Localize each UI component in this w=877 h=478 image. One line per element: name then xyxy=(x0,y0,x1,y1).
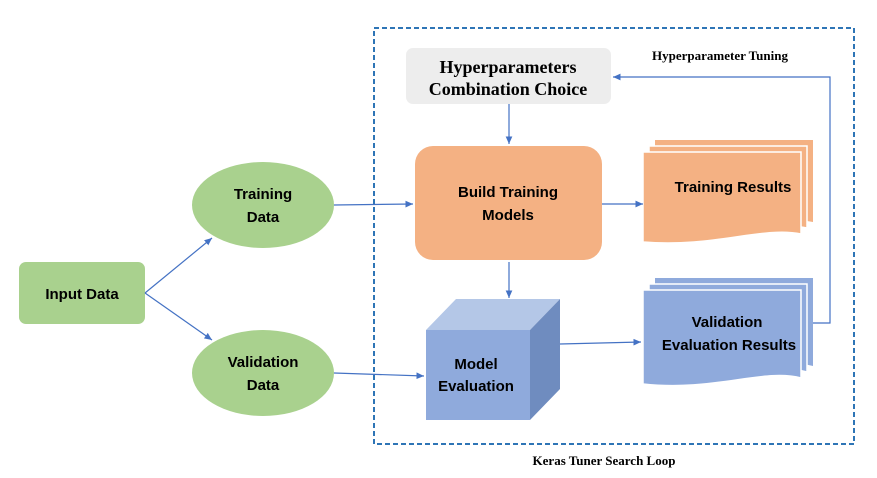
validation-data-label-line2: Data xyxy=(247,377,280,394)
build-training-models-label-line2: Models xyxy=(482,207,534,224)
build-training-models-node: Build Training Models xyxy=(415,146,602,260)
search-loop-boundary xyxy=(373,27,855,445)
model-evaluation-label-line1: Model xyxy=(454,356,497,373)
validation-results-node: Validation Evaluation Results xyxy=(642,278,813,387)
arrow-input-to-training xyxy=(144,237,213,294)
build-training-models-label-line1: Build Training xyxy=(458,184,558,201)
hyperparameter-tuning-label: Hyperparameter Tuning xyxy=(652,48,788,63)
validation-data-node: Validation Data xyxy=(192,330,334,416)
search-loop-caption: Keras Tuner Search Loop xyxy=(533,453,676,468)
model-evaluation-label-line2: Evaluation xyxy=(438,378,514,395)
training-results-node: Training Results xyxy=(642,140,813,244)
arrow-training-to-build xyxy=(333,200,414,208)
training-data-label-line1: Training xyxy=(234,186,292,203)
arrow-evaluation-to-validation-results xyxy=(559,338,642,346)
validation-results-label-line1: Validation xyxy=(692,314,763,331)
input-data-label: Input Data xyxy=(45,286,119,303)
arrow-feedback-loop xyxy=(613,73,831,324)
arrow-validation-to-evaluation xyxy=(333,372,425,380)
hyperparameters-choice-label-line2: Combination Choice xyxy=(429,79,588,99)
training-data-node: Training Data xyxy=(192,162,334,248)
training-results-label: Training Results xyxy=(675,179,792,196)
hyperparameters-choice-node: Hyperparameters Combination Choice xyxy=(406,48,611,104)
validation-results-label-line2: Evaluation Results xyxy=(662,337,796,354)
arrow-input-to-validation xyxy=(144,292,213,341)
model-evaluation-node: Model Evaluation xyxy=(426,299,560,420)
hyperparameters-choice-label-line1: Hyperparameters xyxy=(440,57,577,77)
training-data-label-line2: Data xyxy=(247,209,280,226)
input-data-node: Input Data xyxy=(19,262,145,324)
validation-data-label-line1: Validation xyxy=(228,354,299,371)
